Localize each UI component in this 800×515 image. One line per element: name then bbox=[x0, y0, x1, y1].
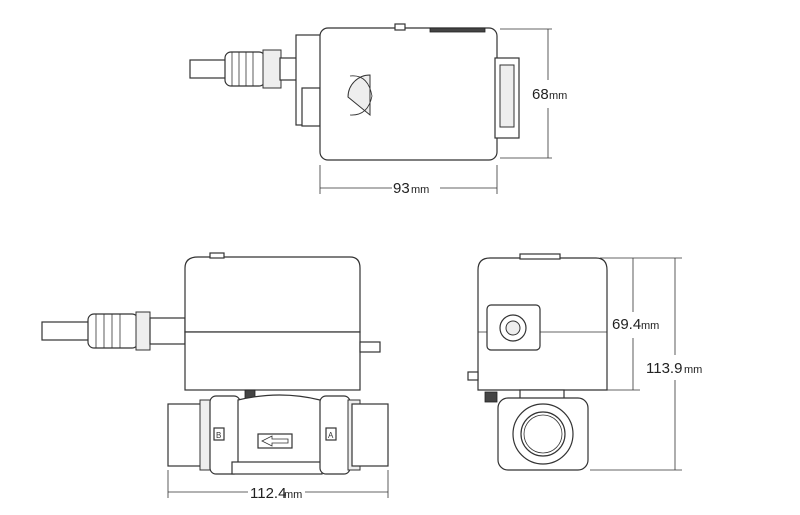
dim-value: 112.4 bbox=[250, 485, 286, 502]
dim-value: 68 bbox=[532, 86, 549, 103]
dimension-112-4: 112.4 mm bbox=[167, 470, 389, 502]
dim-value: 93 bbox=[393, 180, 410, 197]
dim-value: 113.9 bbox=[646, 360, 682, 377]
dimension-68: 68 mm bbox=[500, 28, 567, 159]
dim-unit: mm bbox=[411, 184, 429, 196]
dim-unit: mm bbox=[284, 489, 302, 501]
dimension-93: 93 mm bbox=[319, 165, 498, 197]
dim-unit: mm bbox=[549, 90, 567, 102]
cable-gland bbox=[224, 49, 282, 89]
port-a-label: A bbox=[328, 431, 334, 440]
port-b-label: B bbox=[216, 431, 221, 440]
top-view bbox=[189, 23, 520, 161]
actuator-body-top bbox=[319, 27, 498, 161]
dim-value: 69.4 bbox=[612, 316, 641, 333]
side-view bbox=[467, 253, 608, 471]
dim-unit: mm bbox=[641, 320, 659, 332]
dimension-69-4: 69.4 mm bbox=[600, 257, 659, 391]
dim-unit: mm bbox=[684, 364, 702, 376]
dimension-113-9: 113.9 mm bbox=[590, 257, 702, 471]
front-view: B A bbox=[41, 252, 389, 475]
